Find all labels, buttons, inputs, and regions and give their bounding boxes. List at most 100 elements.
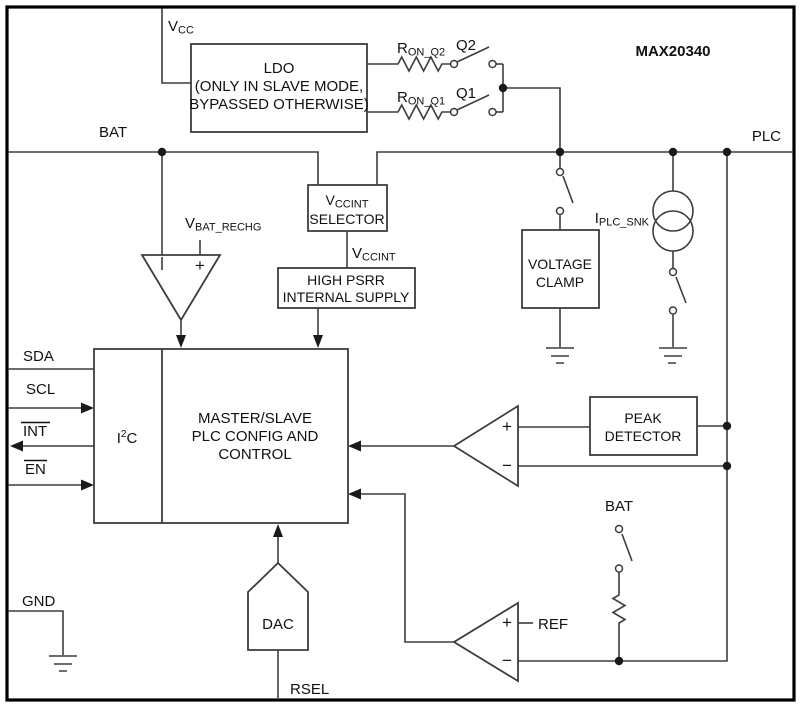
vccint-selector-sub: CCINT <box>335 199 369 211</box>
arrow-into-control-top-right <box>313 335 323 348</box>
ron-q2-sub: ON_Q2 <box>408 47 445 59</box>
peak-detector-block: PEAK DETECTOR <box>589 396 698 456</box>
i2c-label: I2C <box>117 429 138 447</box>
voltage-clamp-line2: CLAMP <box>536 274 584 290</box>
control-block: I2C MASTER/SLAVE PLC CONFIG AND CONTROL <box>93 348 349 524</box>
wire-bat-resistor <box>611 572 627 661</box>
q2-contact-right <box>488 59 497 69</box>
bat-switch-blade <box>621 533 633 562</box>
arrow-comparator2-to-control <box>348 488 361 500</box>
wire-resistor-ron-q2 <box>367 55 450 73</box>
arrow-int-out <box>10 440 23 452</box>
vccint-selector-line2: SELECTOR <box>309 211 384 227</box>
label-ron-q1: RON_Q1 <box>397 89 445 108</box>
clamp-switch-blade <box>562 175 574 204</box>
peak-detector-line1: PEAK <box>624 410 662 426</box>
wire-plc-sense <box>518 152 728 662</box>
ron-q1-sub: ON_Q1 <box>408 96 445 108</box>
wires <box>8 8 793 698</box>
junction-q1q2 <box>498 83 508 93</box>
peak-comparator-plus: + <box>502 417 512 436</box>
iplc-snk-base: I <box>595 210 599 227</box>
pin-gnd: GND <box>22 593 56 610</box>
q1-contact-left <box>449 107 459 117</box>
clamp-ground-symbol <box>546 347 574 364</box>
dac-block: DAC <box>247 561 309 651</box>
wire-resistor-ron-q1 <box>367 103 450 121</box>
junction-dots <box>157 83 732 666</box>
control-label-line3: CONTROL <box>218 446 291 463</box>
ref-comparator-triangle <box>452 601 519 683</box>
high-psrr-box <box>277 267 416 309</box>
label-vbat-rechg: VBAT_RECHG <box>185 215 261 234</box>
sink-ground-symbol <box>659 347 687 364</box>
label-bat-switch: BAT <box>605 498 633 515</box>
current-source-circle-top <box>652 190 694 232</box>
vbat-comparator-triangle <box>140 254 222 322</box>
label-ron-q2: RON_Q2 <box>397 40 445 59</box>
junction-bat <box>157 147 167 157</box>
label-q1: Q1 <box>456 85 476 102</box>
peak-comparator-minus: − <box>502 456 512 475</box>
pin-vcc-base: V <box>168 18 178 35</box>
vccint-sub: CCINT <box>362 252 396 264</box>
switch-q2-blade <box>456 46 490 63</box>
control-label-line2: PLC CONFIG AND <box>192 428 319 445</box>
arrow-into-control-top-left <box>176 335 186 348</box>
iplc-snk-sub: PLC_SNK <box>599 217 650 229</box>
wire-comparator2-out <box>359 493 454 643</box>
junction-peak <box>722 421 732 431</box>
bat-switch-contact-top <box>614 524 624 534</box>
wire-switch-to-rail <box>503 87 561 152</box>
junction-plc-sense <box>722 147 732 157</box>
peak-detector-line2: DETECTOR <box>605 428 682 444</box>
vccint-selector-line1: VCCINT <box>326 192 369 211</box>
sink-switch-contact-bottom <box>668 306 678 315</box>
i2c-tail: C <box>126 430 137 447</box>
sink-switch-blade <box>675 276 687 304</box>
voltage-clamp-block: VOLTAGE CLAMP <box>521 229 600 309</box>
wire-plc-rail <box>376 151 793 185</box>
q1-contact-right <box>488 107 497 117</box>
pin-vcc: VCC <box>168 18 194 37</box>
ref-comparator: + − <box>452 601 519 683</box>
wire-vcc-input <box>161 8 191 84</box>
bat-switch-contact-bottom <box>614 564 624 573</box>
i2c-base: I <box>117 430 121 447</box>
ron-q1-base: R <box>397 89 408 106</box>
ldo-block: LDO (ONLY IN SLAVE MODE, BYPASSED OTHERW… <box>189 43 369 133</box>
junction-clamp <box>555 147 565 157</box>
label-vccint: VCCINT <box>352 245 396 264</box>
control-label-line1: MASTER/SLAVE <box>198 410 312 427</box>
voltage-clamp-box <box>521 229 600 309</box>
peak-comparator: + − <box>452 404 519 488</box>
clamp-switch-contact-bottom <box>555 206 565 216</box>
peak-detector-box <box>589 396 698 456</box>
clamp-switch-contact-top <box>555 167 565 177</box>
voltage-clamp-line1: VOLTAGE <box>528 256 592 272</box>
arrow-comparator1-to-control <box>348 440 361 452</box>
pin-int: INT <box>23 423 47 440</box>
arrowheads <box>10 335 361 537</box>
ldo-label-line3: BYPASSED OTHERWISE) <box>189 96 368 113</box>
label-q2: Q2 <box>456 37 476 54</box>
vccint-selector-block: VCCINT SELECTOR <box>307 184 388 232</box>
ref-comparator-plus: + <box>502 613 512 632</box>
vccint-base: V <box>352 245 362 262</box>
label-iplc-snk: IPLC_SNK <box>595 210 650 229</box>
arrow-scl-in <box>81 402 94 414</box>
i2c-sup: 2 <box>121 429 127 440</box>
q2-contact-left <box>449 59 459 69</box>
part-number: MAX20340 <box>635 43 710 60</box>
pin-scl: SCL <box>26 381 55 398</box>
label-ref: REF <box>538 616 568 633</box>
gnd-ground-symbol <box>49 655 77 672</box>
dac-label: DAC <box>262 616 294 633</box>
control-box <box>93 348 349 524</box>
junction-ref <box>614 656 624 666</box>
pin-bat: BAT <box>99 124 127 141</box>
pin-en: EN <box>25 461 46 478</box>
ron-q2-base: R <box>397 40 408 57</box>
pin-sda: SDA <box>23 348 54 365</box>
